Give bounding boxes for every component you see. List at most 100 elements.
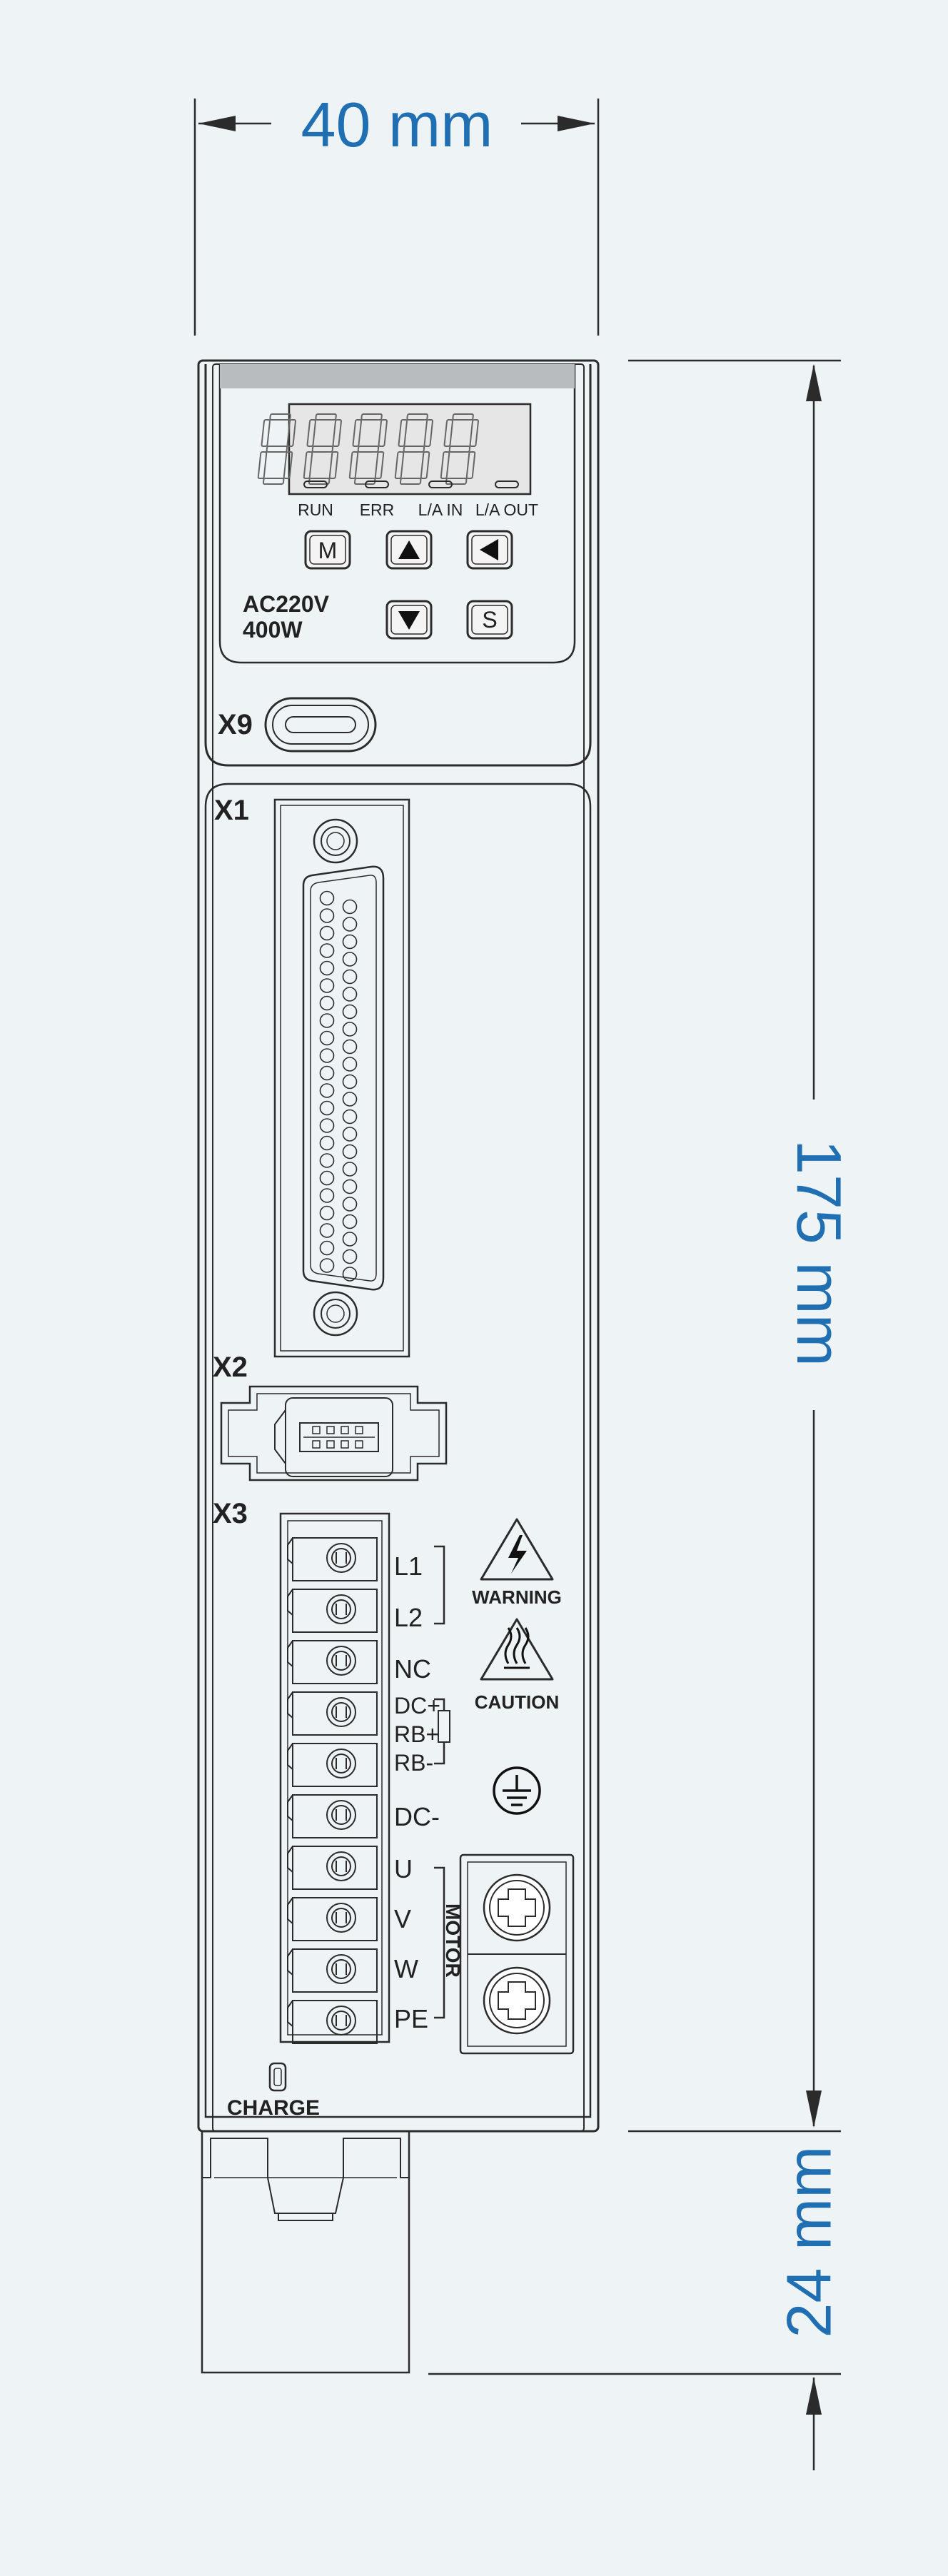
pin bbox=[342, 1057, 358, 1072]
motor-screw-terminals[interactable] bbox=[459, 1853, 575, 2055]
terminal-screw-inner bbox=[331, 1548, 351, 1568]
pin bbox=[319, 1240, 335, 1256]
terminal-brackets bbox=[434, 1545, 450, 2019]
encoder-connector[interactable] bbox=[220, 1385, 448, 1481]
terminal-tab bbox=[287, 1846, 293, 1873]
terminal-label: L1 bbox=[394, 1551, 423, 1581]
indicator-led bbox=[365, 481, 389, 488]
warning-label: WARNING bbox=[472, 1586, 562, 1608]
terminal-label: DC- bbox=[394, 1802, 440, 1831]
pin bbox=[319, 1013, 335, 1028]
height-label: 175 mm bbox=[784, 1139, 854, 1367]
terminal-label: L2 bbox=[394, 1603, 423, 1632]
up-button[interactable] bbox=[385, 530, 433, 570]
terminal-label: U bbox=[394, 1854, 413, 1883]
down-button[interactable] bbox=[385, 600, 433, 640]
terminal-label: PE bbox=[394, 2004, 428, 2033]
pin bbox=[319, 1083, 335, 1098]
terminal-screw-inner bbox=[331, 1599, 351, 1619]
indicator-led bbox=[303, 481, 328, 488]
terminal-tab bbox=[287, 1589, 293, 1616]
pin bbox=[319, 890, 335, 906]
caution-label: CAUTION bbox=[475, 1691, 559, 1713]
digit bbox=[440, 413, 480, 485]
pin bbox=[319, 908, 335, 923]
terminal-slot bbox=[292, 1846, 378, 1890]
down-arrow-icon bbox=[398, 611, 420, 630]
buttons: M S bbox=[304, 530, 513, 640]
terminal-slot bbox=[292, 1897, 378, 1941]
terminal-label: V bbox=[394, 1904, 411, 1933]
io-connector[interactable] bbox=[273, 798, 410, 1358]
terminal-screw bbox=[326, 1646, 356, 1676]
digit bbox=[394, 413, 434, 485]
terminal-screw-inner bbox=[331, 1805, 351, 1825]
pin bbox=[319, 1065, 335, 1081]
terminal-screw bbox=[326, 1800, 356, 1830]
terminal-tab bbox=[287, 1691, 293, 1719]
terminal-slot bbox=[292, 1743, 378, 1787]
terminal-slot bbox=[292, 1691, 378, 1736]
pin bbox=[342, 899, 358, 915]
pin bbox=[342, 917, 358, 932]
pin bbox=[342, 1232, 358, 1247]
usb-c-port[interactable] bbox=[264, 697, 377, 753]
terminal-slot bbox=[292, 1948, 378, 1993]
terminal-screw bbox=[326, 1903, 356, 1933]
terminal-screw bbox=[326, 2006, 356, 2036]
indicator-label: ERR bbox=[360, 500, 395, 519]
pin bbox=[319, 1048, 335, 1063]
terminal-screw-inner bbox=[331, 1908, 351, 1928]
terminal-screw bbox=[326, 1954, 356, 1984]
terminal-label: DC+ bbox=[394, 1693, 440, 1719]
caution-hot-surface-icon bbox=[480, 1618, 554, 1681]
terminal-slot bbox=[292, 2000, 378, 2044]
left-button[interactable] bbox=[466, 530, 513, 570]
terminal-screw bbox=[326, 1594, 356, 1624]
pin bbox=[319, 1223, 335, 1238]
terminal-label: RB+ bbox=[394, 1721, 439, 1747]
pin bbox=[342, 1249, 358, 1264]
pin bbox=[342, 1004, 358, 1020]
pin bbox=[319, 995, 335, 1011]
set-button[interactable]: S bbox=[466, 600, 513, 640]
mode-button[interactable]: M bbox=[304, 530, 351, 570]
warning-high-voltage-icon bbox=[480, 1518, 554, 1581]
terminal-tab bbox=[287, 1537, 293, 1564]
power-terminal-block[interactable] bbox=[279, 1512, 390, 2044]
terminal-screw-inner bbox=[331, 1702, 351, 1722]
io-port-label: X1 bbox=[214, 795, 249, 826]
width-label: 40 mm bbox=[301, 89, 493, 160]
terminal-screw-inner bbox=[331, 1651, 351, 1671]
pin bbox=[342, 1022, 358, 1037]
terminal-slot bbox=[292, 1589, 378, 1633]
left-arrow-icon bbox=[480, 539, 498, 560]
lower-panel bbox=[204, 783, 592, 2118]
depth-label: 24 mm bbox=[773, 2146, 844, 2338]
terminal-tab bbox=[287, 2000, 293, 2027]
pin bbox=[342, 1214, 358, 1229]
terminal-tab bbox=[287, 1897, 293, 1924]
terminal-slot bbox=[292, 1537, 378, 1581]
pin bbox=[319, 1118, 335, 1133]
terminal-slot bbox=[292, 1794, 378, 1838]
up-arrow-icon bbox=[398, 540, 420, 559]
terminal-screw bbox=[326, 1543, 356, 1573]
display-panel bbox=[204, 364, 592, 767]
terminal-slot bbox=[292, 1640, 378, 1684]
indicator-label: L/A OUT bbox=[475, 500, 538, 519]
digit bbox=[303, 413, 343, 485]
terminal-screw bbox=[326, 1697, 356, 1727]
pin bbox=[342, 1074, 358, 1090]
pin bbox=[319, 1100, 335, 1116]
pin bbox=[342, 987, 358, 1002]
pin bbox=[342, 1162, 358, 1177]
pin bbox=[319, 1030, 335, 1046]
terminal-screw-inner bbox=[331, 1959, 351, 1979]
pin bbox=[319, 960, 335, 976]
pin bbox=[342, 1039, 358, 1055]
pin bbox=[319, 1135, 335, 1151]
terminal-screw-inner bbox=[331, 1754, 351, 1773]
